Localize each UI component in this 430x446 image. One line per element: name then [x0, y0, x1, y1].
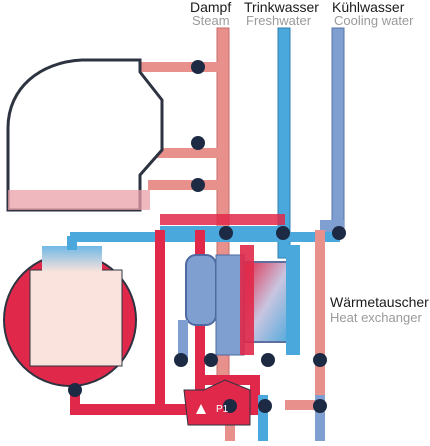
steam-branch-low [148, 180, 220, 190]
cooling-label-de: Kühlwasser [332, 0, 405, 15]
valve-icon[interactable] [261, 353, 275, 367]
cooler-unit [185, 254, 217, 326]
pump-label: P1 [216, 404, 229, 415]
cooling-water-supply-pipe [331, 27, 345, 234]
steam-label-de: Dampf [190, 0, 232, 15]
valve-icon[interactable] [313, 353, 327, 367]
steam-branch-mid [148, 148, 220, 158]
valve-icon[interactable] [191, 178, 205, 192]
valve-icon[interactable] [191, 60, 205, 74]
valve-icon[interactable] [313, 399, 327, 413]
freshwater-label-en: Freshwater [246, 13, 312, 28]
valve-icon[interactable] [258, 399, 272, 413]
steam-branch-top [140, 62, 220, 72]
pump-p1 [183, 379, 251, 426]
steam-label-en: Steam [192, 13, 230, 28]
vessel-upper [6, 58, 164, 212]
valve-icon[interactable] [204, 353, 218, 367]
right-return-riser [315, 230, 325, 410]
valve-icon[interactable] [174, 353, 188, 367]
valve-icon[interactable] [68, 383, 82, 397]
freshwater-supply-pipe [277, 27, 291, 259]
cooling-label-en: Cooling water [334, 13, 414, 28]
freshwater-label-de: Trinkwasser [244, 0, 319, 15]
valve-icon[interactable] [191, 136, 205, 150]
valve-icon[interactable] [223, 399, 237, 413]
spray-nozzle-stream [42, 246, 102, 272]
hot-loop-left-riser [155, 230, 165, 408]
hx-label-de: Wärmetauscher [330, 294, 429, 310]
flow-arrow-icon [196, 404, 206, 414]
valve-icon[interactable] [219, 226, 233, 240]
tank-product [29, 269, 123, 367]
hot-loop-pump-line [195, 375, 260, 385]
hx-label-en: Heat exchanger [330, 310, 422, 325]
freshwater-branch [160, 214, 285, 225]
hot-loop-bottom [70, 404, 200, 415]
valve-icon[interactable] [332, 226, 346, 240]
valve-icon[interactable] [276, 226, 290, 240]
